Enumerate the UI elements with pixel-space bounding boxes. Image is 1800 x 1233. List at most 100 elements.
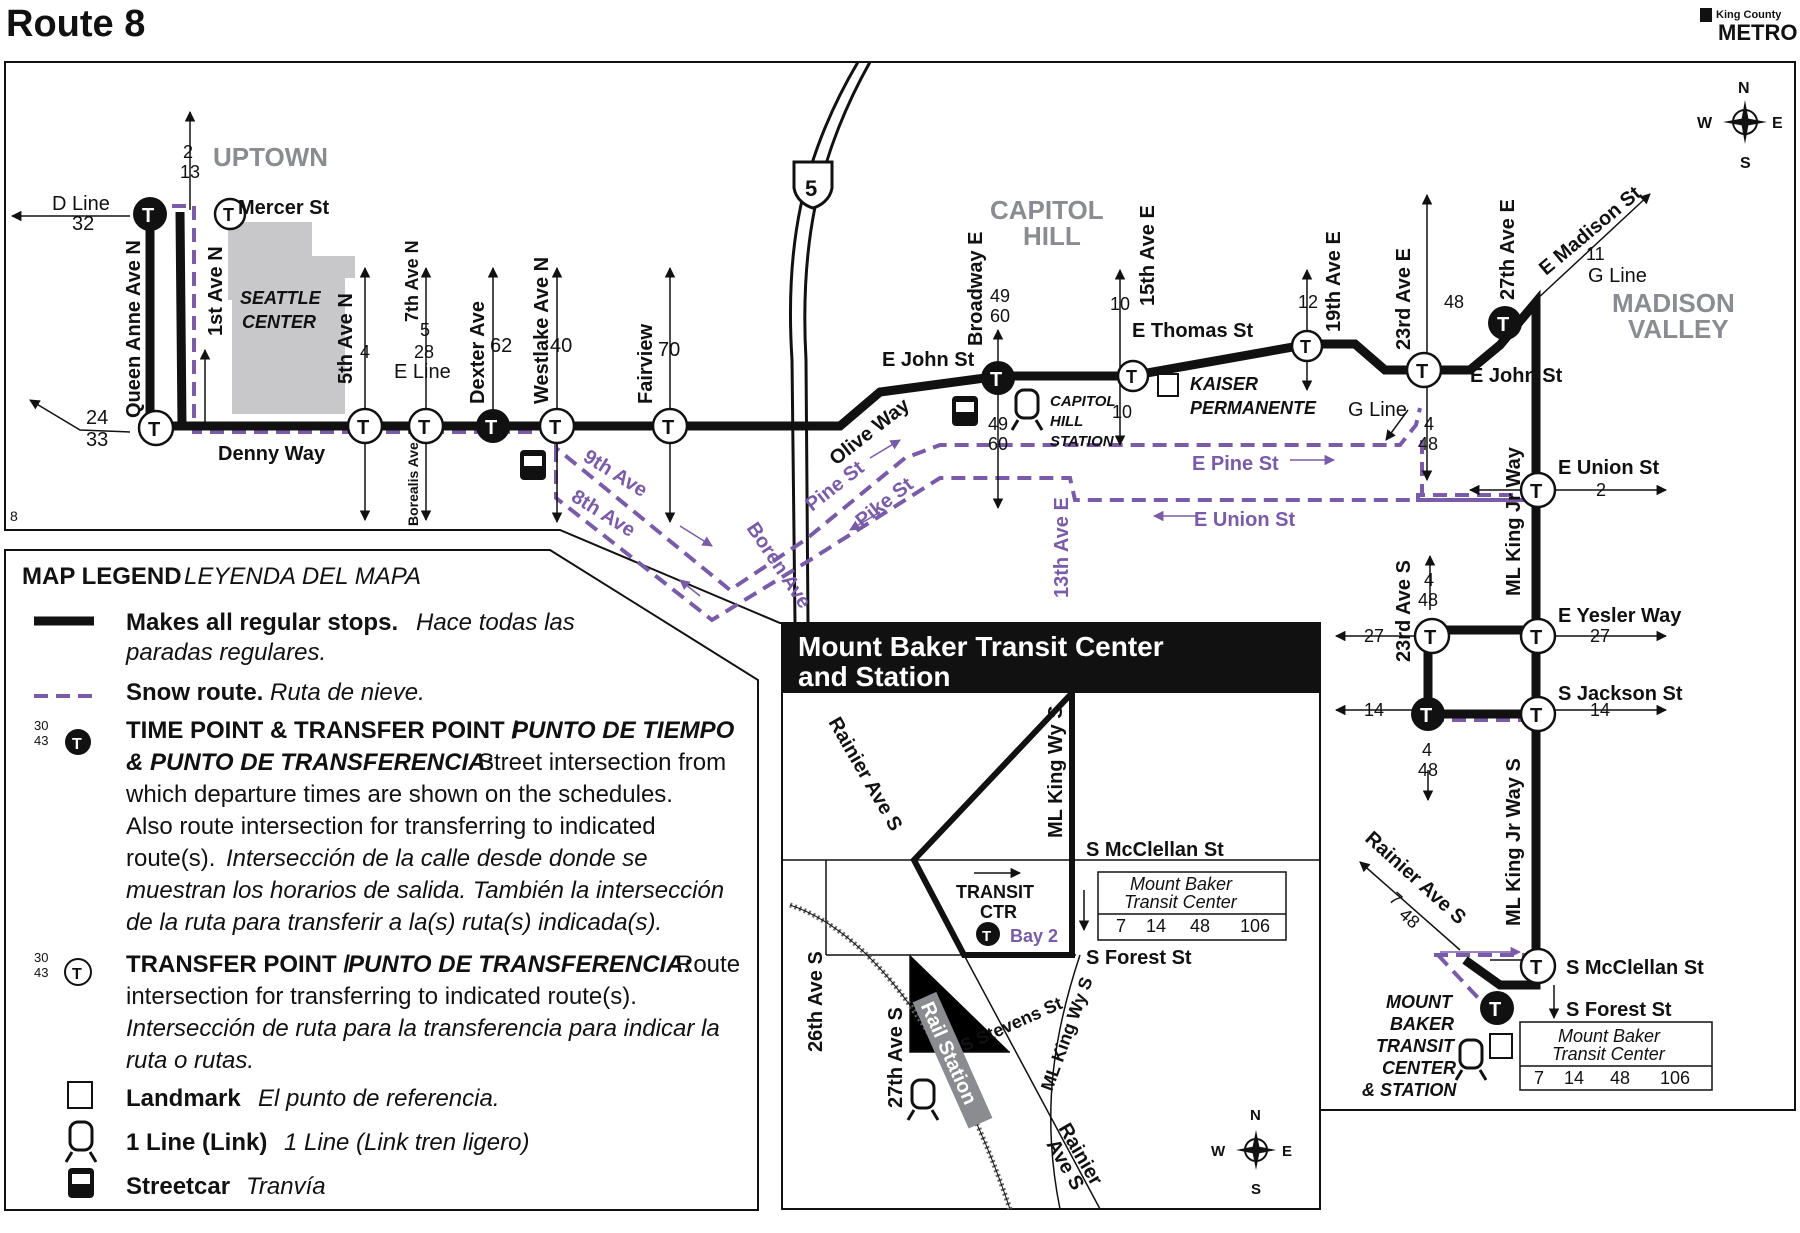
- svg-text:STATION: STATION: [1050, 433, 1115, 450]
- svg-text:T: T: [485, 417, 497, 439]
- time-point-broadway[interactable]: T: [981, 361, 1015, 395]
- transfer-point-westlake[interactable]: T: [538, 407, 576, 445]
- svg-text:MOUNT: MOUNT: [1386, 992, 1454, 1012]
- street-23rd-e: 23rd Ave E: [1393, 248, 1415, 350]
- inset-time-point-icon: [976, 922, 1000, 946]
- inset-map: Mount Baker Transit Center and Station R…: [781, 622, 1321, 1210]
- route-direction-arrows: [10, 110, 1668, 1020]
- snow-route-arrows: [679, 439, 1522, 958]
- neighborhood-uptown: UPTOWN: [213, 142, 328, 172]
- svg-text:Snow route.: Snow route.: [126, 679, 263, 706]
- svg-text:13: 13: [180, 162, 200, 182]
- map-legend: MAP LEGEND LEYENDA DEL MAPA Makes all re…: [4, 549, 759, 1211]
- street-john-e: E John St: [1470, 365, 1563, 387]
- svg-text:Transit Center: Transit Center: [1124, 892, 1238, 912]
- street-13th: 13th Ave E: [1051, 497, 1073, 598]
- svg-text:14: 14: [1146, 916, 1166, 936]
- inset-title: Mount Baker Transit Center: [798, 631, 1164, 662]
- legend-light-rail-icon: [64, 1120, 98, 1163]
- transfer-point-5th-ave[interactable]: T: [346, 407, 384, 445]
- svg-text:LEYENDA DEL MAPA: LEYENDA DEL MAPA: [184, 563, 421, 590]
- svg-text:12: 12: [1298, 292, 1318, 312]
- transfer-point-mlk-jackson[interactable]: T: [1519, 695, 1557, 733]
- svg-text:CAPITOL: CAPITOL: [1050, 393, 1116, 410]
- svg-text:49: 49: [990, 286, 1010, 306]
- time-point-queen-anne-mercer[interactable]: T: [133, 197, 167, 231]
- light-rail-icon: [1010, 388, 1044, 431]
- transfer-point-19th[interactable]: T: [1290, 329, 1324, 363]
- transfer-point-fairview[interactable]: T: [651, 407, 689, 445]
- transfer-point-queen-anne-denny[interactable]: T: [137, 409, 175, 447]
- street-mlk-s: ML King Jr Way S: [1503, 758, 1525, 926]
- svg-text:7: 7: [1116, 916, 1126, 936]
- map-id: 8: [10, 508, 18, 524]
- svg-text:S: S: [1740, 155, 1751, 172]
- svg-text:Landmark: Landmark: [126, 1085, 241, 1112]
- svg-text:30: 30: [34, 718, 48, 733]
- svg-text:27: 27: [1590, 626, 1610, 646]
- route-numbers: D Line 32 2 13 24 33 4 5 28 E Line 62 40…: [52, 142, 1647, 932]
- svg-text:10: 10: [1110, 294, 1130, 314]
- svg-text:E Line: E Line: [394, 361, 451, 383]
- svg-text:N: N: [1250, 1107, 1261, 1124]
- light-rail-icon: [1454, 1038, 1488, 1081]
- svg-text:T: T: [1420, 705, 1432, 727]
- svg-text:106: 106: [1240, 916, 1270, 936]
- svg-text:7: 7: [1534, 1068, 1544, 1088]
- time-point-mount-baker-tc[interactable]: T: [1480, 991, 1514, 1025]
- time-point-23rd-jackson[interactable]: T: [1411, 697, 1445, 731]
- svg-text:D Line: D Line: [52, 193, 110, 215]
- svg-text:Streetcar: Streetcar: [126, 1173, 230, 1200]
- transfer-point-23rd-e[interactable]: T: [1405, 351, 1443, 389]
- transfer-point-15th[interactable]: T: [1116, 359, 1150, 393]
- svg-text:T: T: [1424, 627, 1436, 649]
- svg-text:14: 14: [1364, 700, 1384, 720]
- svg-text:14: 14: [1564, 1068, 1584, 1088]
- svg-text:intersection for transferring: intersection for transferring to indicat…: [126, 983, 637, 1010]
- svg-text:30: 30: [34, 950, 48, 965]
- svg-text:40: 40: [550, 335, 572, 357]
- mbtc-landmark-icon: [1489, 1033, 1513, 1059]
- svg-text:106: 106: [1660, 1068, 1690, 1088]
- svg-text:48: 48: [1444, 292, 1464, 312]
- transfer-point-mlk-yesler[interactable]: T: [1519, 617, 1557, 655]
- transfer-point-7th-ave[interactable]: T: [407, 407, 445, 445]
- svg-text:2: 2: [183, 142, 193, 162]
- street-union: E Union St: [1558, 457, 1659, 479]
- svg-text:2: 2: [1596, 480, 1606, 500]
- svg-text:43: 43: [34, 965, 48, 980]
- time-point-27th[interactable]: T: [1488, 306, 1522, 340]
- street-e-union: E Union St: [1194, 509, 1295, 531]
- street-15th: 15th Ave E: [1137, 205, 1159, 306]
- transfer-point-23rd-yesler[interactable]: T: [1413, 617, 1451, 655]
- svg-text:T: T: [1530, 957, 1542, 979]
- transfer-point-mlk-mcclellan[interactable]: T: [1519, 947, 1557, 985]
- streetcar-icon: [952, 396, 978, 426]
- svg-text:Also route intersection for tr: Also route intersection for transferring…: [126, 813, 656, 840]
- svg-text:27th Ave S: 27th Ave S: [885, 1007, 907, 1108]
- street-thomas: E Thomas St: [1132, 320, 1253, 342]
- svg-text:10: 10: [1112, 402, 1132, 422]
- svg-text:33: 33: [86, 429, 108, 451]
- svg-text:70: 70: [658, 339, 680, 361]
- legend-streetcar-icon: [68, 1168, 94, 1198]
- transfer-point-union[interactable]: T: [1519, 471, 1557, 509]
- svg-text:CENTER: CENTER: [242, 312, 316, 332]
- svg-text:T: T: [1126, 367, 1137, 387]
- svg-text:T: T: [418, 417, 430, 439]
- legend-landmark-icon: [67, 1081, 93, 1109]
- streetcar-icon: [520, 450, 546, 480]
- svg-text:KAISER: KAISER: [1190, 374, 1258, 394]
- svg-text:CTR: CTR: [980, 902, 1017, 922]
- svg-text:& STATION: & STATION: [1362, 1080, 1457, 1100]
- time-point-dexter[interactable]: T: [476, 409, 510, 443]
- svg-text:W: W: [1697, 115, 1713, 132]
- svg-text:PERMANENTE: PERMANENTE: [1190, 398, 1317, 418]
- mbtc-route-table: Mount Baker Transit Center 7 14 48 106: [1519, 1021, 1713, 1091]
- svg-text:49: 49: [988, 414, 1008, 434]
- street-jackson: S Jackson St: [1558, 683, 1683, 705]
- svg-text:T: T: [223, 205, 234, 225]
- svg-text:Bay 2: Bay 2: [1010, 926, 1058, 946]
- transfer-point-mercer-1st[interactable]: T: [213, 197, 247, 231]
- svg-text:T: T: [1489, 999, 1501, 1021]
